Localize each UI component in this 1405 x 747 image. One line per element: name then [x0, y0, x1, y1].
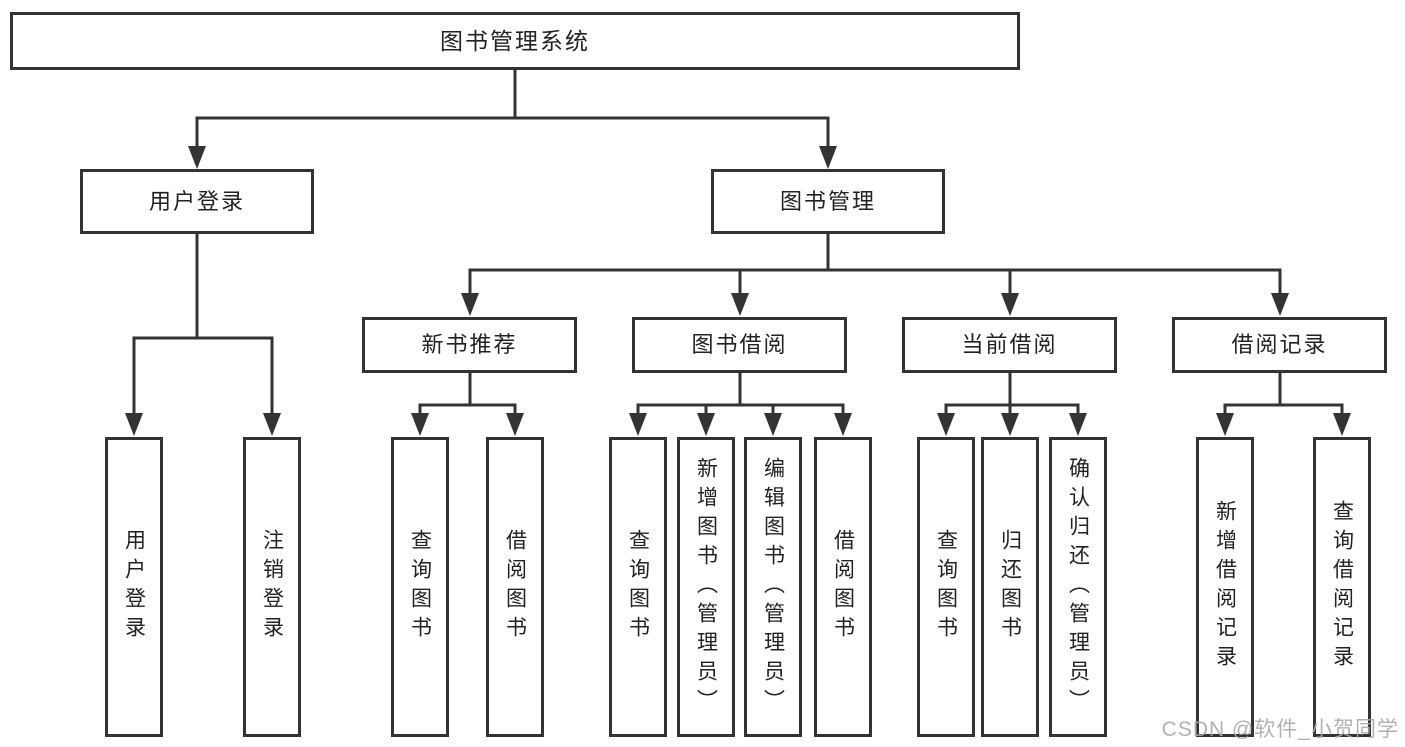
node-new-book-recommend-label: 新书推荐: [421, 332, 518, 357]
node-root-label: 图书管理系统: [440, 27, 590, 54]
edge-new-book-to-leaves: [418, 371, 517, 416]
node-book-management: 图书管理: [711, 169, 945, 234]
leaf-add-book-admin: 新增图书（管理员）: [677, 437, 735, 737]
leaf-borrow-books-recommend: 借阅图书: [486, 437, 544, 737]
leaf-user-login-label: 用户登录: [122, 529, 146, 645]
node-user-login-label: 用户登录: [148, 188, 245, 214]
leaf-return-book: 归还图书: [981, 437, 1039, 737]
edge-current-borrow-to-leaves: [944, 371, 1080, 416]
leaf-borrow-books-label: 借阅图书: [831, 529, 855, 645]
leaf-query-books-borrow-label: 查询图书: [626, 529, 650, 645]
node-current-borrow-label: 当前借阅: [961, 332, 1058, 357]
leaf-confirm-return-admin: 确认归还（管理员）: [1049, 437, 1107, 737]
node-new-book-recommend: 新书推荐: [362, 317, 577, 373]
leaf-add-borrow-record-label: 新增借阅记录: [1213, 500, 1237, 674]
node-borrow-records: 借阅记录: [1172, 317, 1387, 373]
node-current-borrow: 当前借阅: [902, 317, 1117, 373]
edge-book-management-to-level3: [468, 232, 1282, 296]
leaf-return-book-label: 归还图书: [998, 529, 1022, 645]
leaf-borrow-books: 借阅图书: [814, 437, 872, 737]
node-borrow-records-label: 借阅记录: [1231, 332, 1328, 357]
leaf-borrow-books-recommend-label: 借阅图书: [503, 529, 527, 645]
leaf-query-borrow-record: 查询借阅记录: [1313, 437, 1371, 737]
leaf-user-login: 用户登录: [105, 437, 163, 737]
leaf-logout: 注销登录: [243, 437, 301, 737]
watermark: CSDN @软件_小贺同学: [1161, 718, 1399, 741]
node-book-borrow: 图书借阅: [632, 317, 847, 373]
edge-user-login-to-leaves: [132, 232, 274, 416]
leaf-query-books-current-label: 查询图书: [934, 529, 958, 645]
leaf-query-borrow-record-label: 查询借阅记录: [1330, 500, 1354, 674]
leaf-query-books-recommend: 查询图书: [391, 437, 449, 737]
node-user-login: 用户登录: [80, 169, 314, 234]
edge-borrow-records-to-leaves: [1223, 371, 1344, 416]
node-root: 图书管理系统: [10, 12, 1020, 70]
leaf-edit-book-admin: 编辑图书（管理员）: [744, 437, 802, 737]
leaf-query-books-current: 查询图书: [917, 437, 975, 737]
leaf-edit-book-admin-label: 编辑图书（管理员）: [761, 456, 785, 718]
leaf-query-books-recommend-label: 查询图书: [408, 529, 432, 645]
node-book-borrow-label: 图书借阅: [691, 332, 788, 357]
leaf-query-books-borrow: 查询图书: [609, 437, 667, 737]
node-book-management-label: 图书管理: [779, 188, 876, 214]
leaf-add-book-admin-label: 新增图书（管理员）: [694, 456, 718, 718]
edge-book-borrow-to-leaves: [636, 371, 845, 416]
leaf-add-borrow-record: 新增借阅记录: [1196, 437, 1254, 737]
edge-root-to-level2: [195, 68, 830, 149]
leaf-confirm-return-admin-label: 确认归还（管理员）: [1066, 456, 1090, 718]
arrowheads: [125, 146, 1351, 436]
leaf-logout-label: 注销登录: [260, 529, 284, 645]
